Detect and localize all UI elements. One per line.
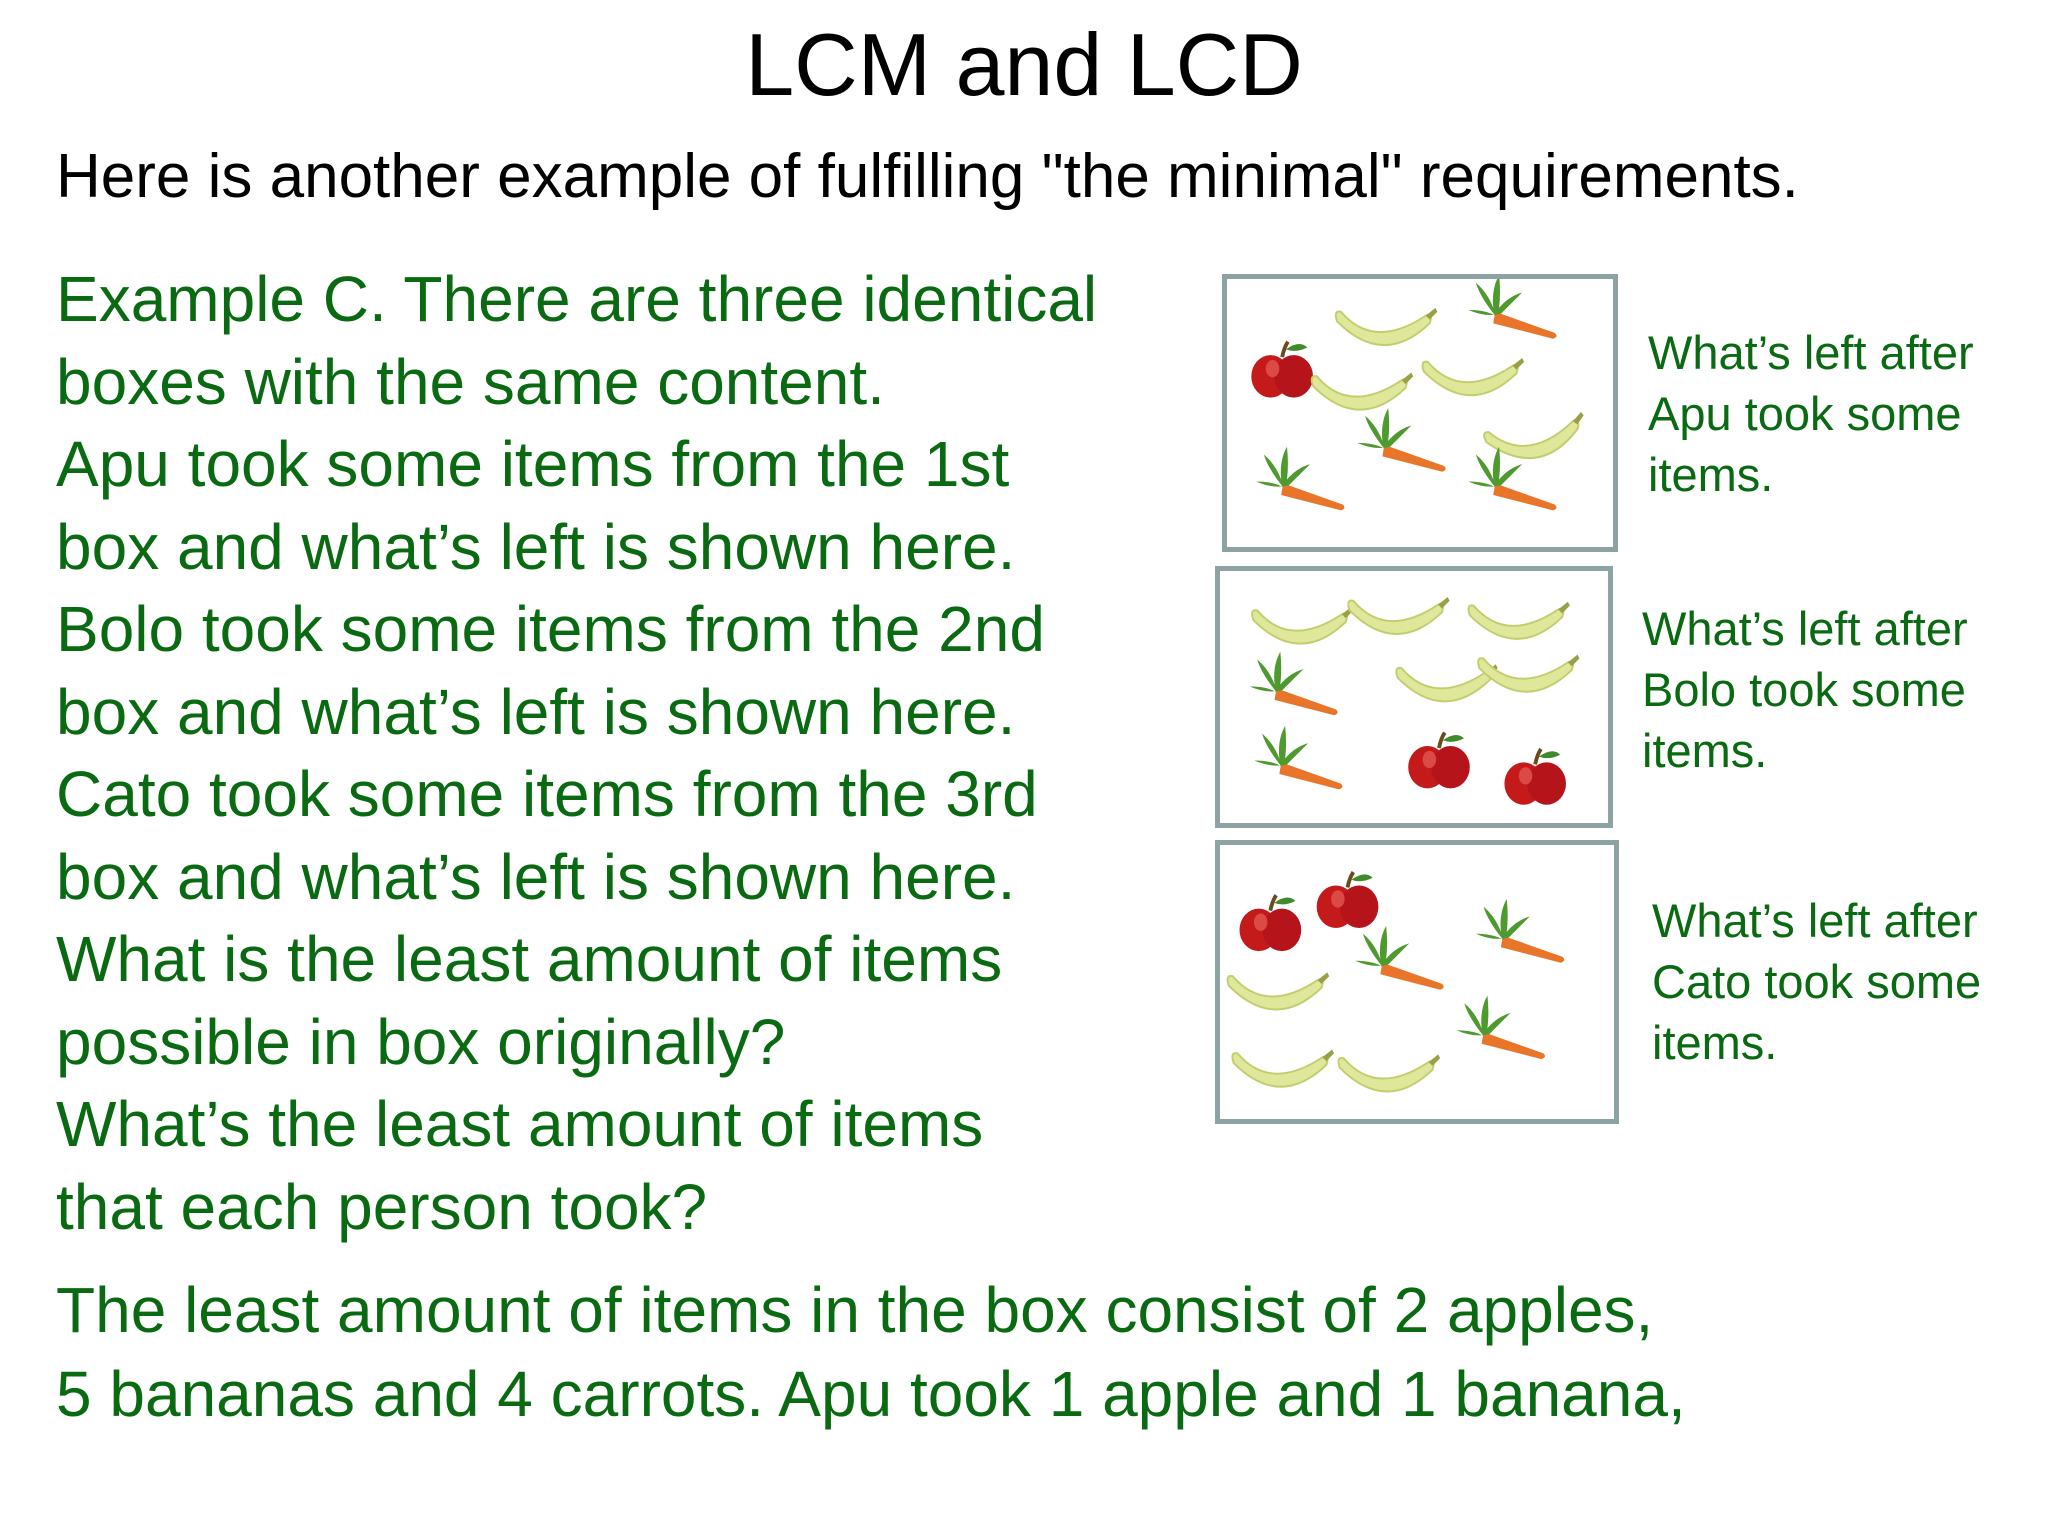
box-bolo-items: [1249, 596, 1581, 807]
answer-line: The least amount of items in the box con…: [56, 1274, 1654, 1346]
banana-icon: [1421, 357, 1526, 397]
box-cato-items: [1226, 870, 1565, 1093]
apple-icon: [1237, 893, 1304, 954]
box-apu: [1222, 274, 1618, 552]
carrot-icon: [1456, 995, 1545, 1060]
problem-line: possible in box originally?: [56, 1005, 786, 1078]
box-cato: [1215, 840, 1619, 1124]
problem-line: that each person took?: [56, 1170, 708, 1243]
banana-icon: [1310, 371, 1415, 411]
caption-line: What’s left after: [1652, 894, 1978, 947]
caption-line: What’s left after: [1642, 602, 1968, 655]
apple-icon: [1314, 870, 1381, 930]
caption-line: What’s left after: [1648, 326, 1974, 379]
caption-line: Cato took some: [1652, 955, 1982, 1008]
banana-icon: [1231, 1048, 1335, 1088]
box-bolo: [1215, 566, 1613, 828]
problem-line: Bolo took some items from the 2nd: [56, 593, 1045, 665]
carrot-icon: [1256, 446, 1345, 511]
banana-icon: [1334, 306, 1439, 347]
carrot-icon: [1475, 899, 1565, 963]
carrot-icon: [1254, 725, 1343, 790]
answer-text: The least amount of items in the box con…: [56, 1268, 1956, 1436]
box-apu-items: [1249, 279, 1591, 511]
problem-line: Cato took some items from the 3rd: [56, 758, 1038, 830]
caption-cato: What’s left after Cato took some items.: [1652, 890, 1981, 1073]
banana-icon: [1347, 596, 1451, 635]
apple-icon: [1249, 339, 1315, 400]
caption-line: Bolo took some: [1642, 663, 1966, 716]
problem-line: box and what’s left is shown here.: [56, 675, 1016, 748]
banana-icon: [1251, 605, 1355, 645]
caption-line: items.: [1652, 1016, 1778, 1069]
carrot-icon: [1468, 279, 1557, 339]
banana-icon: [1467, 600, 1571, 640]
caption-apu: What’s left after Apu took some items.: [1648, 322, 1974, 505]
carrot-icon: [1249, 651, 1338, 716]
caption-line: Apu took some: [1648, 387, 1962, 440]
apple-icon: [1406, 730, 1472, 791]
caption-line: items.: [1642, 724, 1768, 777]
banana-icon: [1337, 1053, 1442, 1093]
carrot-icon: [1355, 926, 1444, 990]
banana-icon: [1226, 971, 1331, 1011]
apple-icon: [1502, 747, 1568, 807]
problem-line: What’s the least amount of items: [56, 1088, 984, 1160]
banana-icon: [1477, 653, 1581, 693]
answer-line: 5 bananas and 4 carrots. Apu took 1 appl…: [56, 1358, 1686, 1430]
carrot-icon: [1357, 408, 1446, 472]
problem-line: box and what’s left is shown here.: [56, 510, 1016, 583]
problem-text: Example C. There are three identical box…: [56, 258, 1206, 1248]
problem-line: Example C. There are three identical: [56, 263, 1098, 335]
problem-line: Apu took some items from the 1st: [56, 428, 1010, 500]
problem-line: What is the least amount of items: [56, 923, 1003, 995]
subtitle: Here is another example of fulfilling "t…: [56, 142, 1799, 211]
caption-bolo: What’s left after Bolo took some items.: [1642, 598, 1968, 781]
caption-line: items.: [1648, 448, 1774, 501]
page-title: LCM and LCD: [745, 15, 1303, 114]
problem-line: boxes with the same content.: [56, 345, 885, 418]
problem-line: box and what’s left is shown here.: [56, 840, 1016, 913]
